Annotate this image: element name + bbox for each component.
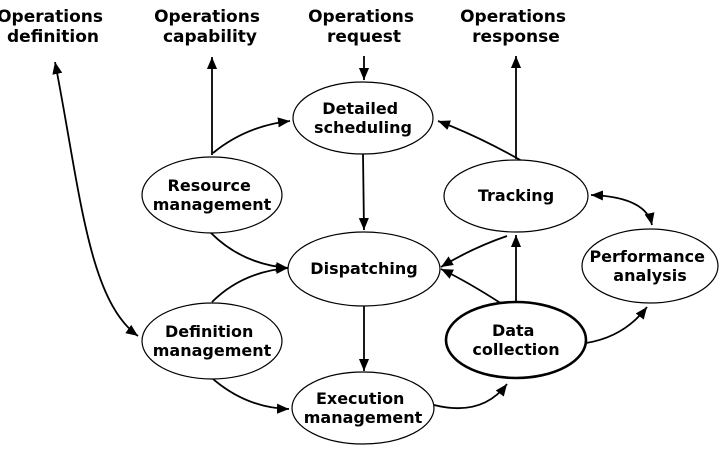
- detailed-scheduling-label: Detailed scheduling: [314, 99, 412, 137]
- edge-definition-management-dispatching: [211, 264, 289, 303]
- edge-operations-definition-definition-management: [52, 61, 139, 337]
- definition-management-label: Definition management: [153, 322, 272, 360]
- edge-tracking-dispatching: [440, 235, 508, 268]
- tracking-label: Tracking: [478, 186, 554, 205]
- resource-management-label: Resource management: [153, 176, 272, 214]
- detailed-scheduling-ellipse: [292, 81, 434, 155]
- execution-management-ellipse: [291, 371, 435, 445]
- execution-management-label: Execution management: [304, 389, 423, 427]
- node-data-collection: Data collection: [444, 300, 588, 380]
- resource-management-ellipse: [141, 156, 283, 234]
- dispatching-ellipse: [287, 231, 441, 307]
- operations-response-text: Operations response: [460, 7, 572, 47]
- definition-management-ellipse: [141, 302, 283, 380]
- performance-analysis-label: Performance analysis: [589, 247, 710, 285]
- node-execution-management: Execution management: [291, 371, 435, 445]
- node-tracking: Tracking: [443, 159, 589, 233]
- label-operations-response: Operations response: [460, 7, 572, 47]
- operations-definition-text: Operations definition: [0, 7, 109, 47]
- node-resource-management: Resource management: [141, 156, 283, 234]
- data-collection-ellipse: [444, 300, 588, 380]
- tracking-ellipse: [443, 159, 589, 233]
- edges: [52, 56, 655, 414]
- label-operations-request: Operations request: [308, 7, 420, 47]
- edge-resource-management-detailed-scheduling: [212, 117, 291, 154]
- operations-request-text: Operations request: [308, 7, 420, 47]
- edge-tracking-performance-analysis: [590, 190, 655, 226]
- operations-capability-text: Operations capability: [154, 7, 266, 47]
- dispatching-label: Dispatching: [310, 259, 417, 278]
- node-dispatching: Dispatching: [287, 231, 441, 307]
- node-definition-management: Definition management: [141, 302, 283, 380]
- edge-tracking-detailed-scheduling: [437, 120, 523, 162]
- performance-analysis-ellipse: [581, 228, 719, 304]
- node-performance-analysis: Performance analysis: [581, 228, 719, 304]
- label-operations-definition: Operations definition: [0, 7, 109, 47]
- edge-data-collection-performance-analysis: [585, 306, 648, 344]
- edge-execution-management-data-collection: [433, 383, 508, 410]
- edge-definition-management-execution-management: [212, 378, 290, 414]
- edge-resource-management-dispatching: [210, 232, 289, 272]
- edge-detailed-scheduling-dispatching: [358, 153, 369, 231]
- data-collection-label: Data collection: [472, 321, 559, 359]
- label-operations-capability: Operations capability: [154, 7, 266, 47]
- edge-data-collection-dispatching: [440, 268, 503, 305]
- node-detailed-scheduling: Detailed scheduling: [292, 81, 434, 155]
